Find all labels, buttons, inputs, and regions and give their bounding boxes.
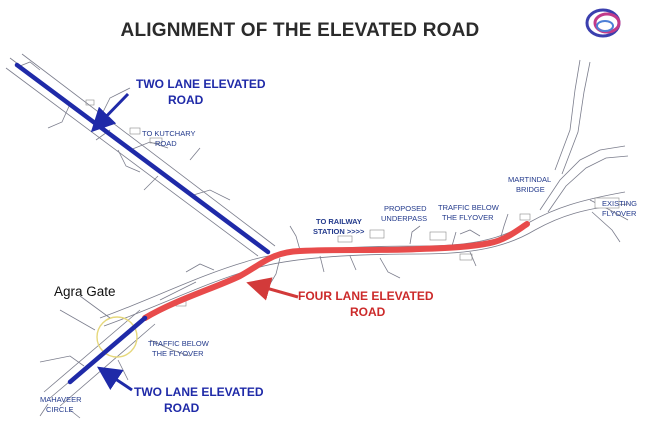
label-agra-gate: Agra Gate: [54, 284, 116, 299]
arrow-four-lane: [246, 277, 299, 301]
label-two-lane-top: TWO LANE ELEVATED: [136, 77, 266, 91]
label-existing-flyover: EXISTING: [602, 199, 637, 208]
label-to-railway-2: STATION >>>>: [313, 227, 365, 236]
road-network: [5, 53, 629, 419]
label-existing-flyover-2: FLYOVER: [602, 209, 637, 218]
label-to-kutchary: TO KUTCHARY: [142, 129, 195, 138]
label-traffic-right: TRAFFIC BELOW: [438, 203, 500, 212]
page-title: ALIGNMENT OF THE ELEVATED ROAD: [120, 20, 480, 41]
label-proposed-underpass: PROPOSED: [384, 204, 427, 213]
label-mahaveer-circle: MAHAVEER: [40, 395, 82, 404]
label-traffic-left-2: THE FLYOVER: [152, 349, 204, 358]
company-logo-icon: [585, 8, 621, 38]
label-two-lane-bottom: TWO LANE ELEVATED: [134, 385, 264, 399]
building-blocks: [85, 99, 620, 307]
label-to-railway: TO RAILWAY: [316, 217, 362, 226]
label-two-lane-top-2: ROAD: [168, 93, 204, 107]
four-lane-elevated-road: [142, 221, 530, 321]
label-martindal-bridge-2: BRIDGE: [516, 185, 545, 194]
label-mahaveer-circle-2: CIRCLE: [46, 405, 74, 414]
label-to-kutchary-2: ROAD: [155, 139, 177, 148]
label-traffic-right-2: THE FLYOVER: [442, 213, 494, 222]
label-martindal-bridge: MARTINDAL: [508, 175, 551, 184]
arrow-two-lane-top: [90, 92, 130, 133]
arrow-two-lane-bottom: [97, 366, 133, 392]
label-four-lane-2: ROAD: [350, 305, 386, 319]
label-two-lane-bottom-2: ROAD: [164, 401, 200, 415]
label-proposed-underpass-2: UNDERPASS: [381, 214, 427, 223]
two-lane-elevated-road-south: [67, 315, 148, 385]
label-four-lane: FOUR LANE ELEVATED: [298, 289, 434, 303]
label-traffic-left: TRAFFIC BELOW: [148, 339, 210, 348]
two-lane-elevated-road-north: [14, 62, 271, 255]
